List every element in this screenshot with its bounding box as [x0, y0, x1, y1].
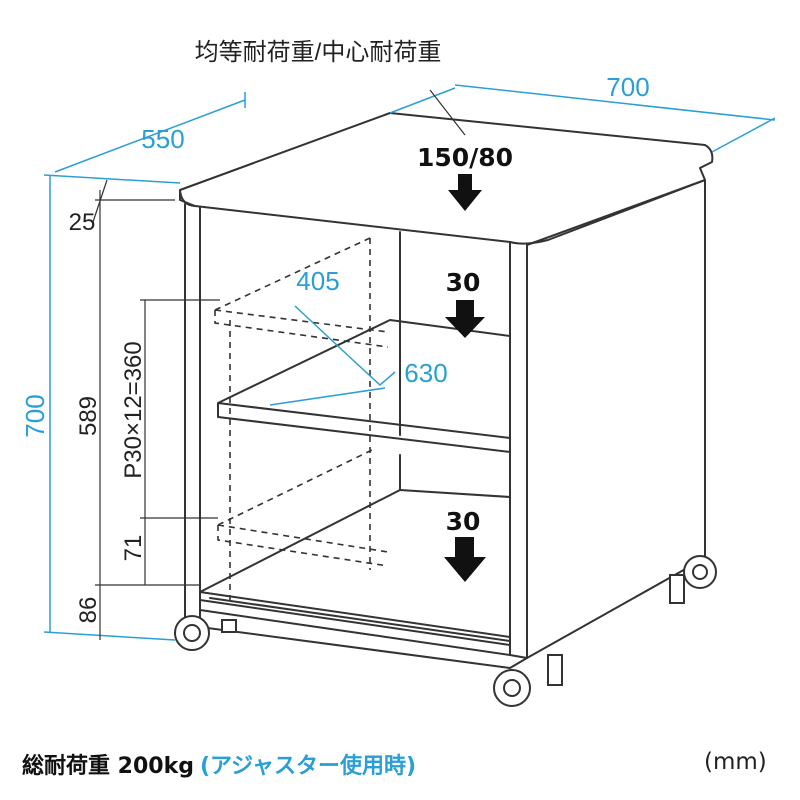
left-side-panel — [184, 203, 201, 628]
shelf-width-dimension: 630 — [404, 358, 447, 388]
middle-shelf — [217, 319, 511, 453]
top-load-arrow — [448, 174, 482, 211]
load-title: 均等耐荷重/中心耐荷重 — [195, 39, 442, 66]
height-dimension: 700 — [20, 394, 50, 437]
bottom-board — [199, 489, 511, 646]
adjuster-right — [547, 654, 563, 686]
width-dimension: 700 — [606, 72, 649, 102]
total-load-text: 総耐荷重 200kg — [22, 754, 194, 779]
top-board — [179, 112, 714, 245]
caster-group — [174, 555, 717, 707]
top-load-value: 150/80 — [417, 143, 513, 172]
shelf-load-arrow — [445, 300, 485, 338]
adjuster-note: (アジャスター使用時) — [199, 754, 417, 779]
dim-25: 25 — [69, 209, 96, 236]
front-right-post — [509, 241, 528, 659]
dim-86: 86 — [75, 597, 102, 624]
shelf-depth-dimension: 405 — [296, 266, 339, 296]
bottom-load-value: 30 — [446, 507, 481, 536]
adjuster-back — [669, 574, 685, 604]
depth-dimension: 550 — [141, 124, 184, 154]
load-arrows — [444, 174, 486, 582]
total-load-caption: 総耐荷重 200kg(アジャスター使用時) — [22, 748, 416, 780]
dim-71: 71 — [120, 535, 147, 562]
dim-pitch: P30×12=360 — [120, 341, 147, 478]
dim-589: 589 — [75, 396, 102, 436]
unit-label: (mm) — [704, 749, 767, 775]
shelf-load-value: 30 — [446, 268, 481, 297]
right-side-panel — [526, 179, 706, 659]
bottom-load-arrow — [444, 537, 486, 582]
adjuster-left — [221, 619, 237, 633]
